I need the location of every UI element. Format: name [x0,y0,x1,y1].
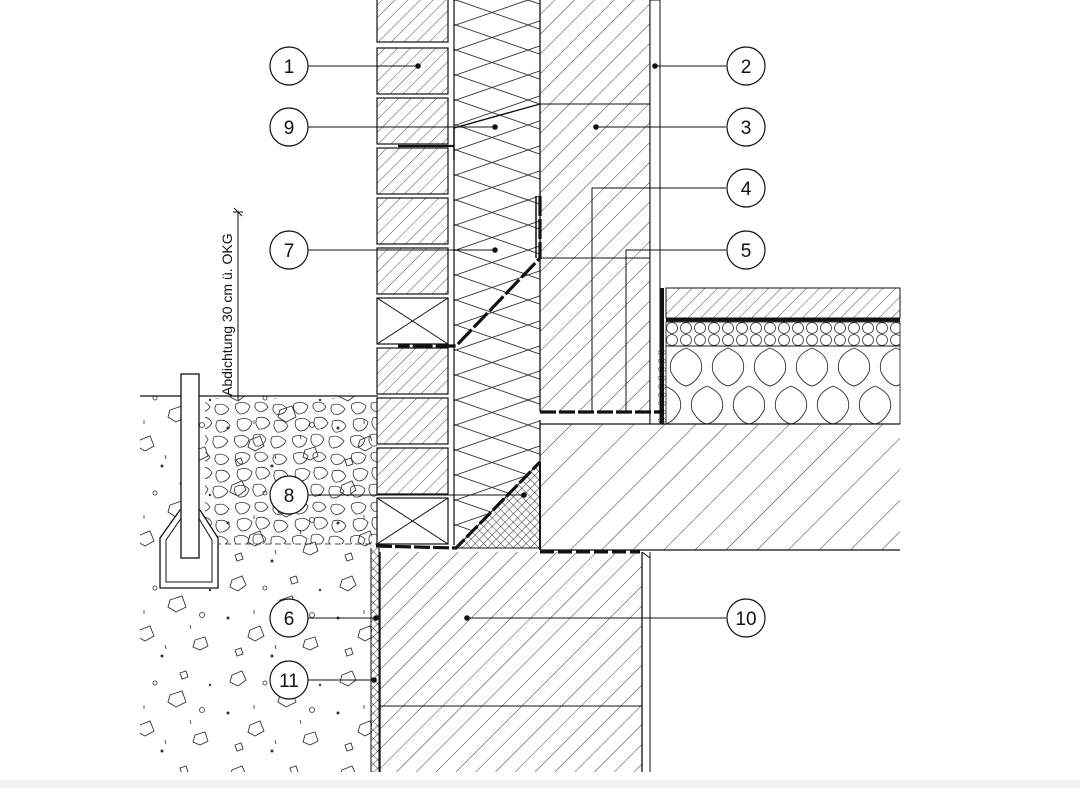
callout-8: 8 [269,475,309,515]
core-insulation [453,0,540,548]
gravel-drainage-layer [205,398,378,545]
floor-buildup [658,287,901,425]
callout-11: 11 [269,660,309,700]
callout-label: 8 [284,486,295,507]
callout-label: 11 [279,671,299,692]
facing-brick [376,197,449,245]
facing-brick [376,47,449,95]
callout-4: 4 [726,168,766,208]
callout-dots [371,63,658,683]
callout-10: 10 [726,598,766,638]
waterproofing-height-label: Abdichtung 30 cm ü. OKG [219,233,235,396]
callout-label: 2 [741,57,752,78]
brick-facing-wall [376,0,449,545]
waterproofing-membranes [375,103,660,550]
callout-label: 7 [284,241,295,262]
callout-2: 2 [726,46,766,86]
callout-label: 10 [735,609,756,630]
vent-brick-cross [376,297,449,345]
vent-brick-cross [376,497,449,545]
callout-leaders [308,65,726,681]
callout-9: 9 [269,107,309,147]
callout-7: 7 [269,230,309,270]
facing-brick [376,147,449,195]
callout-label: 5 [741,241,752,262]
callout-label: 9 [284,118,295,139]
callout-label: 4 [741,179,752,200]
floor-slab [539,420,900,554]
waterproofing-dimension: Abdichtung 30 cm ü. OKG [219,207,243,400]
facing-brick [376,397,449,445]
callout-5: 5 [726,230,766,270]
callout-label: 1 [284,57,295,78]
facing-brick [376,0,449,43]
ground-stake [159,373,219,589]
facing-brick [376,347,449,395]
callout-label: 3 [741,118,752,139]
callout-6: 6 [269,598,309,638]
facing-brick [376,447,449,495]
inner-masonry-wall [539,0,661,425]
bottom-strip [0,780,1080,788]
facing-brick [376,247,449,295]
callout-bubbles: 1 2 3 4 5 6 7 8 9 10 11 [269,46,766,700]
facing-brick [376,97,449,145]
basement-wall [370,548,651,772]
callout-3: 3 [726,107,766,147]
callout-label: 6 [284,609,295,630]
callout-1: 1 [269,46,309,86]
